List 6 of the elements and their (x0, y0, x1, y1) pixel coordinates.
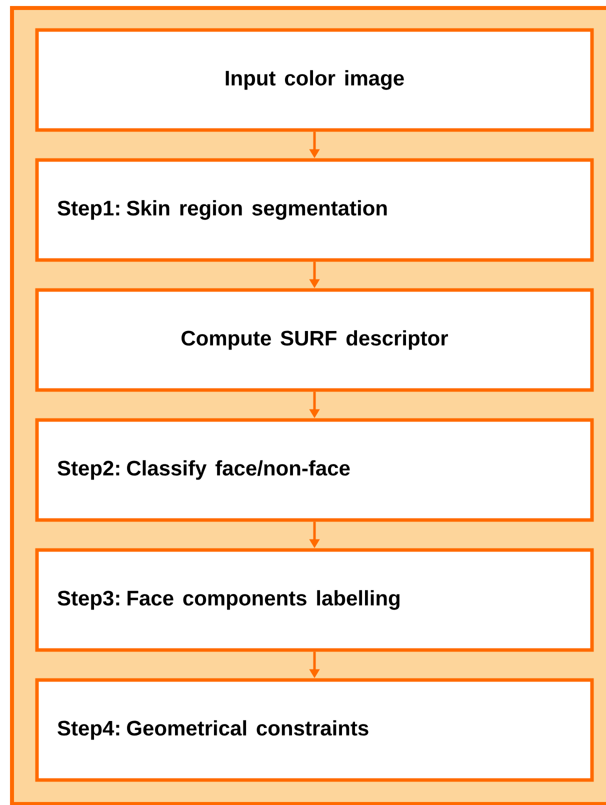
process-box: Step1: Skin region segmentation (35, 158, 594, 262)
process-box: Step4: Geometrical constraints (35, 678, 594, 782)
process-box: Input color image (35, 28, 594, 132)
process-box: Compute SURF descriptor (35, 288, 594, 392)
process-box: Step2: Classify face/non-face (35, 418, 594, 522)
process-box: Step3: Face components labelling (35, 548, 594, 652)
